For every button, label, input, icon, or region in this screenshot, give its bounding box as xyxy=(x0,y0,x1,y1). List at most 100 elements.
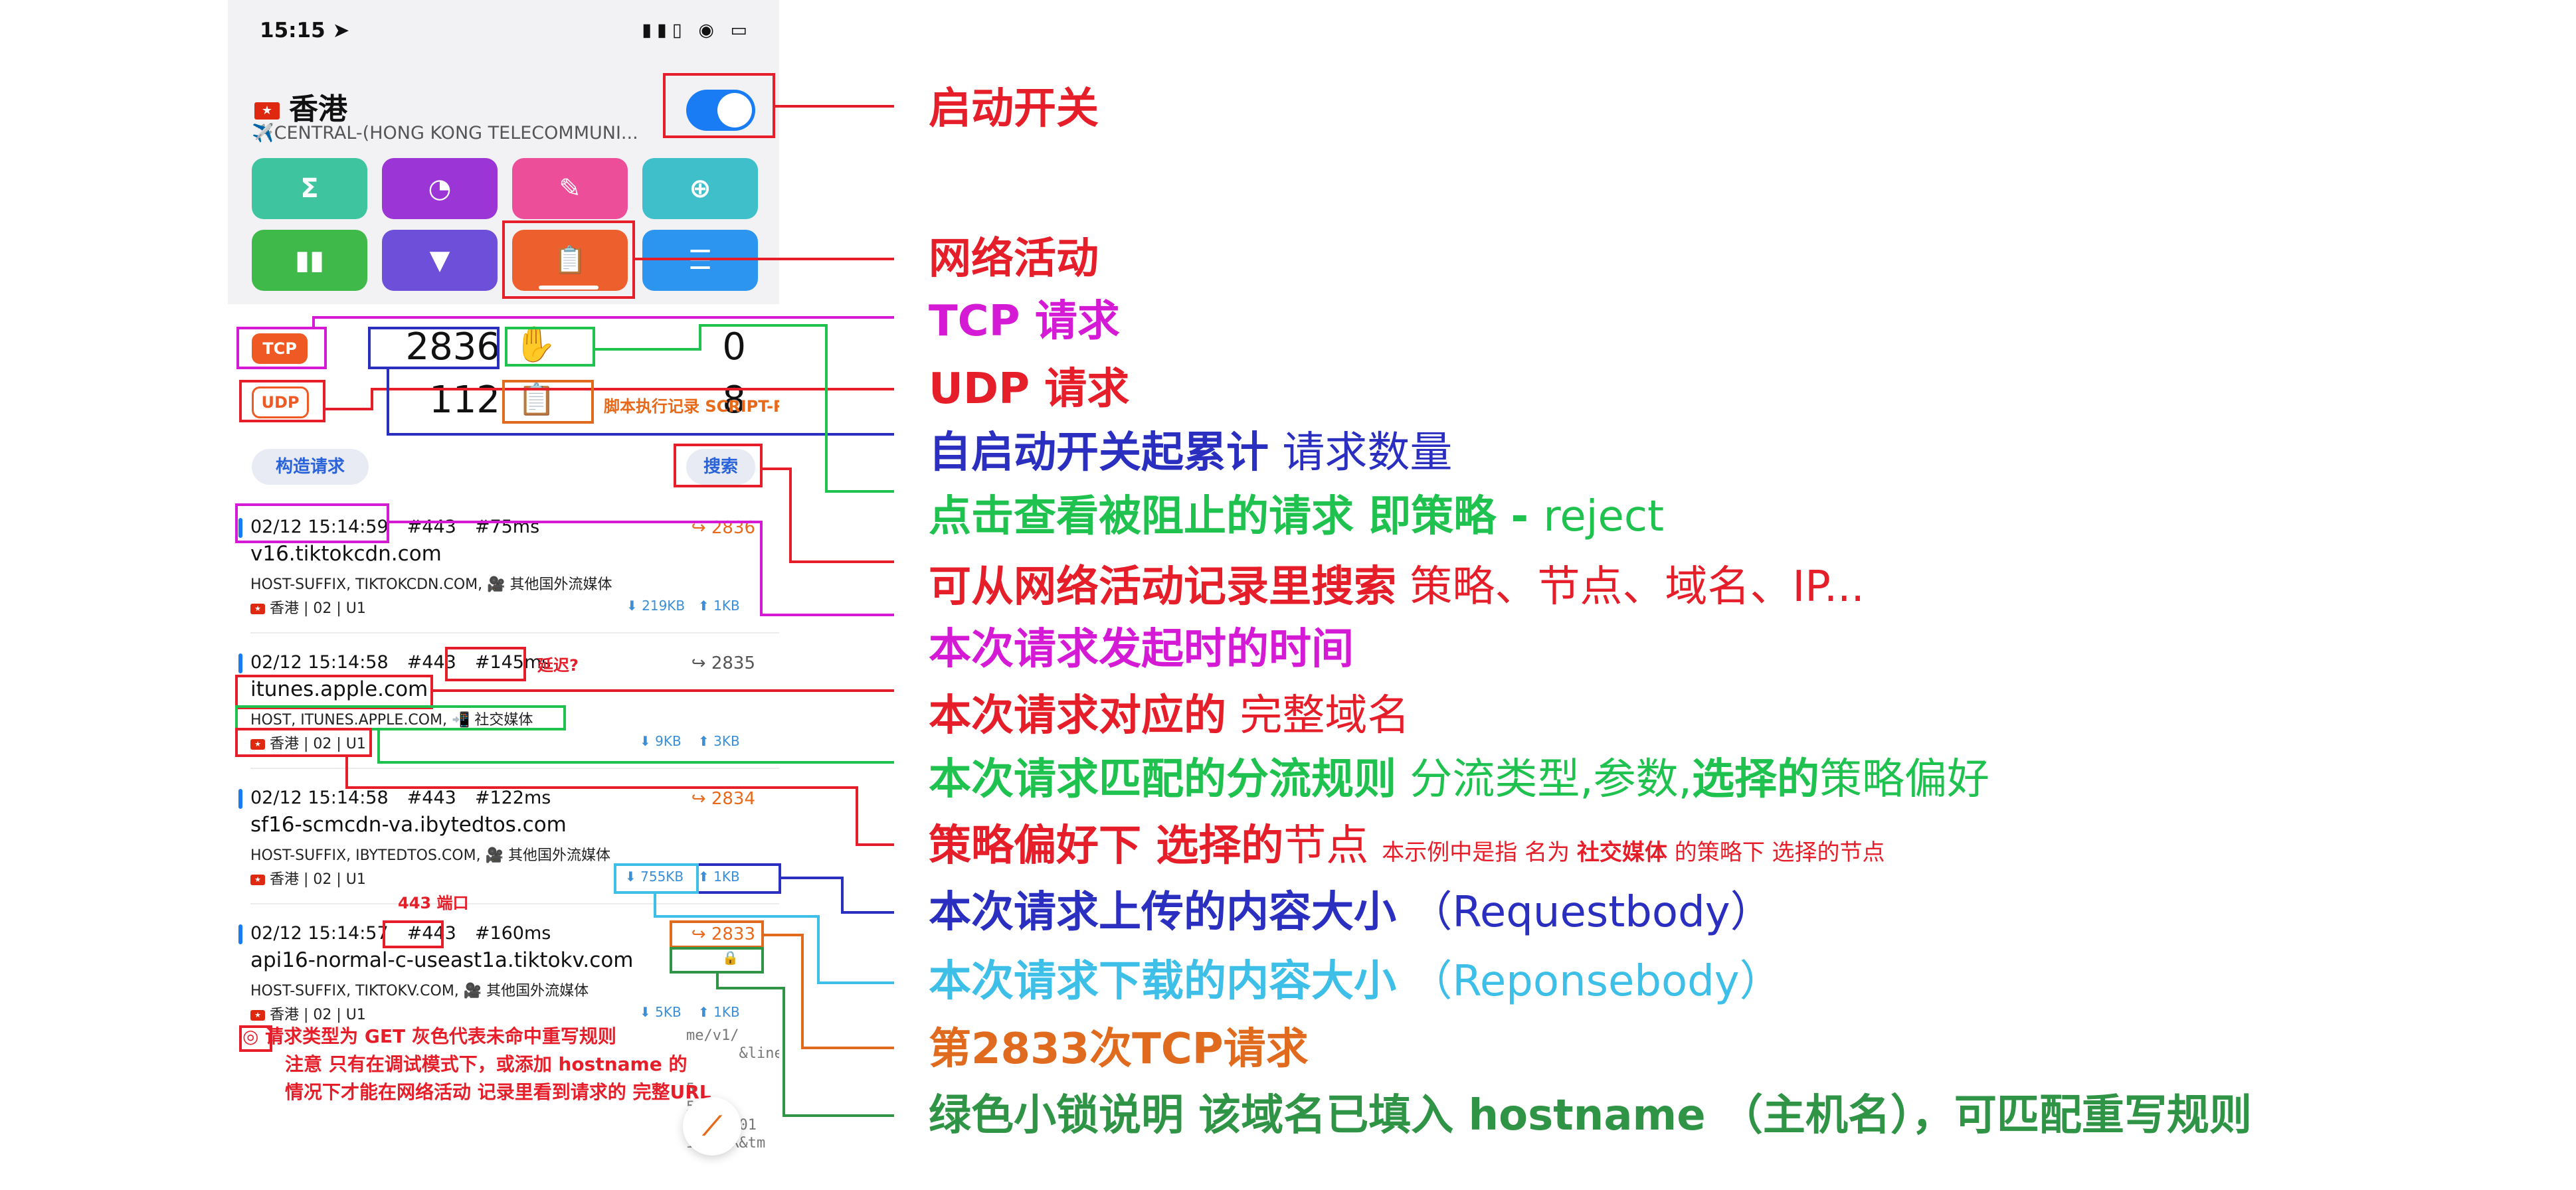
search-button[interactable]: 搜索 xyxy=(686,449,755,485)
entry-host[interactable]: sf16-scmcdn-va.ibytedtos.com xyxy=(250,813,567,837)
construct-request-button[interactable]: 构造请求 xyxy=(252,449,369,485)
region-title: ★香港 xyxy=(254,85,347,128)
start-toggle[interactable] xyxy=(686,90,755,131)
annotation-download-normal: （Reponsebody） xyxy=(1396,957,1782,1006)
entry-host[interactable]: api16-normal-c-useast1a.tiktokv.com xyxy=(250,948,634,972)
entry-divider xyxy=(250,903,779,904)
status-icons: ▮▮▯ ◉ ▭ xyxy=(642,20,753,41)
entry-time: 02/12 15:14:59 xyxy=(250,517,389,537)
tile-globe-icon[interactable]: ⊕ xyxy=(642,158,758,219)
entry-rule: HOST-SUFFIX, IBYTEDTOS.COM, 🎥 其他国外流媒体 xyxy=(250,847,610,864)
annotation-upload: 本次请求上传的内容大小 （Requestbody） xyxy=(929,887,1773,938)
annotation-udp: UDP 请求 xyxy=(929,365,1130,414)
entry-indicator xyxy=(238,653,242,673)
entry-number: ↪ 2836 xyxy=(691,518,755,538)
tile-stats-icon[interactable]: ▮▮ xyxy=(252,230,367,291)
script-note: 脚本执行记录 SCRIPT-RESOPNSE-BODY xyxy=(604,397,779,416)
debug-note-line2: 情况下才能在网络活动 记录里看到请求的 完整URL xyxy=(285,1081,711,1103)
tile-edit-icon[interactable]: ✎ xyxy=(512,158,628,219)
get-request-note: ◎ 请求类型为 GET 灰色代表未命中重写规则 xyxy=(242,1025,616,1047)
entry-meta[interactable]: 02/12 15:14:59#443#75ms xyxy=(250,517,558,537)
entry-location-text: 香港 | 02 | U1 xyxy=(270,736,366,752)
entry-download: ⬇ 5KB xyxy=(640,1004,682,1020)
udp-badge[interactable]: UDP xyxy=(252,386,309,418)
floating-action-button[interactable]: ⟋ xyxy=(683,1097,741,1155)
annotation-start-switch: 启动开关 xyxy=(929,84,1099,133)
annotation-cumulative-bold: 自启动开关起累计 xyxy=(929,428,1269,477)
entry-location-text: 香港 | 02 | U1 xyxy=(270,600,366,617)
entry-time: 02/12 15:14:58 xyxy=(250,788,389,808)
annotation-node-note-c: 的策略下 选择的节点 xyxy=(1667,839,1885,866)
search-pointer xyxy=(761,468,894,563)
tile-network-activity-icon[interactable]: 📋 xyxy=(512,230,628,291)
entry-latency: #75ms xyxy=(474,517,540,537)
entry-upload: ⬆ 1KB xyxy=(698,598,740,614)
annotation-domain-normal: 完整域名 xyxy=(1226,691,1410,740)
annotation-search-normal: 策略、节点、域名、IP... xyxy=(1396,562,1865,612)
annotation-cumulative: 自启动开关起累计 请求数量 xyxy=(929,428,1452,478)
annotation-rule-bold2: 选择的 xyxy=(1692,755,1820,804)
annotation-download-bold: 本次请求下载的内容大小 xyxy=(929,957,1396,1006)
entry-meta[interactable]: 02/12 15:14:57 #443 #160ms xyxy=(250,923,569,944)
tile-filter-icon[interactable]: ▼ xyxy=(382,230,498,291)
entry-indicator xyxy=(238,789,242,809)
entry-location: ★ 香港 | 02 | U1 xyxy=(250,732,366,753)
annotation-rule-normal2: 策略偏好 xyxy=(1819,755,1990,804)
tile-policy-icon[interactable]: Σ xyxy=(252,158,367,219)
hong-kong-flag-icon: ★ xyxy=(250,604,265,614)
debug-note-line1: 注意 只有在调试模式下，或添加 hostname 的 xyxy=(285,1053,688,1075)
annotation-time: 本次请求发起时的时间 xyxy=(929,625,1354,674)
entry-host[interactable]: v16.tiktokcdn.com xyxy=(250,542,442,566)
annotation-node-note-a: 本示例中是指 名为 xyxy=(1382,839,1577,866)
tcp-badge[interactable]: TCP xyxy=(252,333,308,364)
entry-upload: ⬆ 3KB xyxy=(698,733,740,749)
entry-location-text: 香港 | 02 | U1 xyxy=(270,1007,366,1023)
upload-pointer xyxy=(780,877,894,914)
annotation-upload-normal: （Requestbody） xyxy=(1396,888,1773,937)
entry-upload: ⬆ 1KB xyxy=(698,869,740,885)
tile-menu-icon[interactable]: ☰ xyxy=(642,230,758,291)
tile-speed-icon[interactable]: ◔ xyxy=(382,158,498,219)
entry-latency: #160ms xyxy=(474,923,551,944)
hong-kong-flag-icon: ★ xyxy=(250,875,265,885)
entry-number: ↪ 2833 xyxy=(691,924,755,944)
entry-meta[interactable]: 02/12 15:14:58#443#145ms xyxy=(250,652,569,673)
entry-indicator xyxy=(238,518,242,538)
annotation-lock: 绿色小锁说明 该域名已填入 hostname （主机名），可匹配重写规则 xyxy=(929,1091,2252,1140)
entry-download: ⬇ 219KB xyxy=(626,598,686,614)
annotation-cumulative-normal: 请求数量 xyxy=(1269,428,1453,477)
entry-rule: HOST-SUFFIX, TIKTOKCDN.COM, 🎥 其他国外流媒体 xyxy=(250,576,612,593)
green-lock-icon: 🔒 xyxy=(722,950,739,966)
entry-divider xyxy=(250,632,779,634)
request-number-pointer xyxy=(763,934,894,1049)
region-name: 香港 xyxy=(289,92,347,126)
entry-number: ↪ 2834 xyxy=(691,789,755,809)
annotation-node-normal: 节点 xyxy=(1283,821,1369,871)
annotation-blocked: 点击查看被阻止的请求 即策略 - reject xyxy=(929,491,1664,542)
entry-port: #443 xyxy=(407,923,456,944)
entry-host[interactable]: itunes.apple.com xyxy=(250,677,428,701)
annotation-rule: 本次请求匹配的分流规则 分流类型,参数,选择的策略偏好 xyxy=(929,754,1989,805)
annotation-rule-normal: 分流类型,参数, xyxy=(1396,755,1693,804)
entry-upload: ⬆ 1KB xyxy=(698,1004,740,1020)
entry-location-text: 香港 | 02 | U1 xyxy=(270,871,366,888)
annotation-node-note: 本示例中是指 名为 社交媒体 的策略下 选择的节点 xyxy=(1382,839,1885,866)
entry-time: 02/12 15:14:57 xyxy=(250,923,389,944)
phone-screen: 15:15 ➤ ▮▮▯ ◉ ▭ ★香港 ✈️CENTRAL-(HONG KONG… xyxy=(228,0,779,1190)
tcp-count: 2836 xyxy=(405,325,500,369)
hong-kong-flag-icon: ★ xyxy=(250,1010,265,1021)
annotation-domain-bold: 本次请求对应的 xyxy=(929,691,1226,740)
entry-meta[interactable]: 02/12 15:14:58#443#122ms xyxy=(250,788,569,808)
script-record-icon[interactable]: 📋 xyxy=(517,381,556,417)
annotation-search-bold: 可从网络活动记录里搜索 xyxy=(929,562,1396,612)
annotation-node-note-b: 社交媒体 xyxy=(1576,839,1667,866)
annotation-upload-bold: 本次请求上传的内容大小 xyxy=(929,888,1396,937)
port-443-note: 443 端口 xyxy=(398,894,469,912)
annotation-blocked-bold: 点击查看被阻止的请求 即策略 - xyxy=(929,492,1544,541)
entry-divider xyxy=(250,768,779,769)
node-name: ✈️CENTRAL-(HONG KONG TELECOMMUNI... xyxy=(252,123,638,143)
blocked-hand-icon[interactable]: ✋ xyxy=(513,325,557,365)
entry-download: ⬇ 9KB xyxy=(640,733,682,749)
annotation-domain: 本次请求对应的 完整域名 xyxy=(929,691,1410,741)
annotation-blocked-normal: reject xyxy=(1543,492,1665,541)
